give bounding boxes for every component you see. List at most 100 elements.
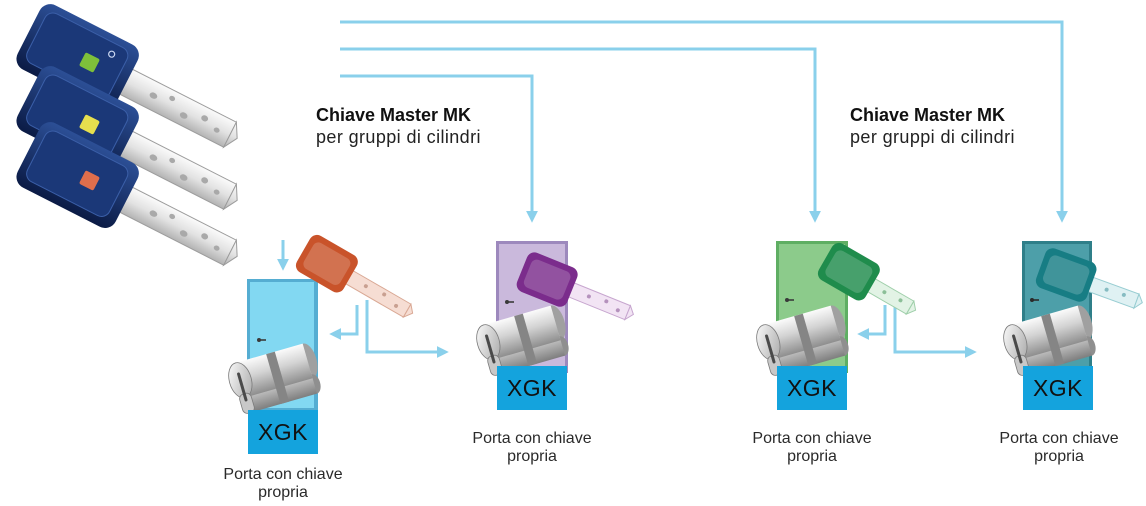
master-key-1 <box>16 4 238 149</box>
door-2-caption: Porta con chiave propria <box>452 430 612 466</box>
blade-dimple <box>586 294 591 299</box>
door-1-key <box>295 234 414 319</box>
keyhole-icon <box>237 372 248 402</box>
key-1-arrow-to-door-1 <box>329 305 359 340</box>
caption-line-2: propria <box>787 448 837 465</box>
blade-dimple <box>363 284 368 289</box>
door-handle-icon <box>1030 298 1039 302</box>
blade-dimple <box>179 230 188 237</box>
door-handle-icon <box>257 338 266 342</box>
blade-dimples <box>149 210 220 251</box>
connector-lines <box>277 20 1068 358</box>
blade-dimple <box>604 299 609 304</box>
master-key-2 <box>16 66 238 211</box>
door-3-key <box>817 242 917 316</box>
key-tip <box>623 304 634 321</box>
blade-dimple <box>1104 287 1109 292</box>
blade-dimple <box>615 308 620 313</box>
master-key-tip <box>222 120 238 149</box>
blade-dimple <box>882 290 887 295</box>
blade-dimple <box>394 303 399 308</box>
master-key-label-1: Chiave Master MK per gruppi di cilindri <box>316 104 481 148</box>
cylinder-cam <box>1041 313 1065 367</box>
caption-line-1: Porta con chiave <box>752 430 872 447</box>
lock-cylinder-1 <box>228 343 321 414</box>
key-tip <box>402 302 414 319</box>
caption-line-2: propria <box>507 448 557 465</box>
blade-dimple <box>213 127 220 133</box>
key-3-arrow-to-door-4 <box>893 300 977 358</box>
door-2-key <box>516 252 634 321</box>
blade-dimple <box>382 292 387 297</box>
xgk-badge-door-4: XGK <box>1023 366 1093 410</box>
blade-dimple <box>169 95 176 102</box>
keyhole-icon <box>1012 334 1023 364</box>
key-head-facet <box>303 242 351 285</box>
key-blade <box>564 281 632 321</box>
master-key-head-panel <box>26 130 129 217</box>
key-chip <box>79 52 100 73</box>
cylinder-cam <box>794 313 818 367</box>
key-head <box>295 234 358 293</box>
caption-line-1: Porta con chiave <box>472 430 592 447</box>
blade-dimples <box>149 154 220 195</box>
blade-dimple <box>149 92 158 99</box>
blade-dimple <box>1121 292 1126 297</box>
master-line-to-door-4 <box>340 20 1068 223</box>
blade-dimple <box>179 112 188 119</box>
door-1-caption: Porta con chiave propria <box>203 466 363 502</box>
blade-dimple <box>201 177 209 184</box>
master-key-label-title: Chiave Master MK <box>316 105 472 125</box>
blade-dimple <box>169 213 176 220</box>
caption-line-2: propria <box>1034 448 1084 465</box>
master-key-label-subtitle: per gruppi di cilindri <box>850 127 1015 147</box>
master-key-tip <box>222 182 238 211</box>
lock-cylinder-4 <box>1003 305 1096 376</box>
key-blade <box>1084 275 1140 309</box>
master-keys <box>16 4 238 267</box>
key-chip <box>79 170 100 191</box>
blade-dimple <box>898 298 903 303</box>
key-head-facet <box>825 250 873 293</box>
key-head-facet <box>523 259 571 300</box>
blade-dimple <box>169 157 176 164</box>
cylinder-cam <box>514 313 538 367</box>
master-line-to-door-2 <box>340 74 538 223</box>
key-tip <box>905 299 917 316</box>
key-blade <box>342 268 412 318</box>
caption-line-2: propria <box>258 484 308 501</box>
key-chip <box>79 114 100 135</box>
master-key-tip <box>222 238 238 267</box>
master-key-label-title: Chiave Master MK <box>850 105 1006 125</box>
key-1-arrow-to-door-2 <box>365 300 449 358</box>
door-4-caption: Porta con chiave propria <box>979 430 1139 466</box>
blade-dimple <box>201 233 209 240</box>
caption-line-1: Porta con chiave <box>223 466 343 483</box>
door-handle-icon <box>785 298 794 302</box>
door-handle-icon <box>505 300 514 304</box>
cylinder-cam <box>266 351 290 405</box>
lock-cylinder-3 <box>756 305 849 376</box>
xgk-badge-door-2: XGK <box>497 366 567 410</box>
master-key-3 <box>16 122 238 267</box>
blade-dimple <box>149 210 158 217</box>
key-head <box>817 242 880 301</box>
keyhole-icon <box>765 334 776 364</box>
key-head <box>1035 248 1097 302</box>
master-key-label-2: Chiave Master MK per gruppi di cilindri <box>850 104 1015 148</box>
blade-dimple <box>213 245 220 251</box>
blade-dimples <box>149 92 220 133</box>
door-3-caption: Porta con chiave propria <box>732 430 892 466</box>
blade-dimple <box>201 115 209 122</box>
key-3-arrow-to-door-3 <box>857 305 887 340</box>
xgk-badge-door-1: XGK <box>248 410 318 454</box>
master-key-label-subtitle: per gruppi di cilindri <box>316 127 481 147</box>
caption-line-1: Porta con chiave <box>999 430 1119 447</box>
blade-dimple <box>213 189 220 195</box>
master-line-to-door-3 <box>340 47 821 223</box>
keyhole-icon <box>485 334 496 364</box>
blade-dimple <box>179 174 188 181</box>
lock-cylinder-2 <box>476 305 569 376</box>
blade-dimple <box>149 154 158 161</box>
